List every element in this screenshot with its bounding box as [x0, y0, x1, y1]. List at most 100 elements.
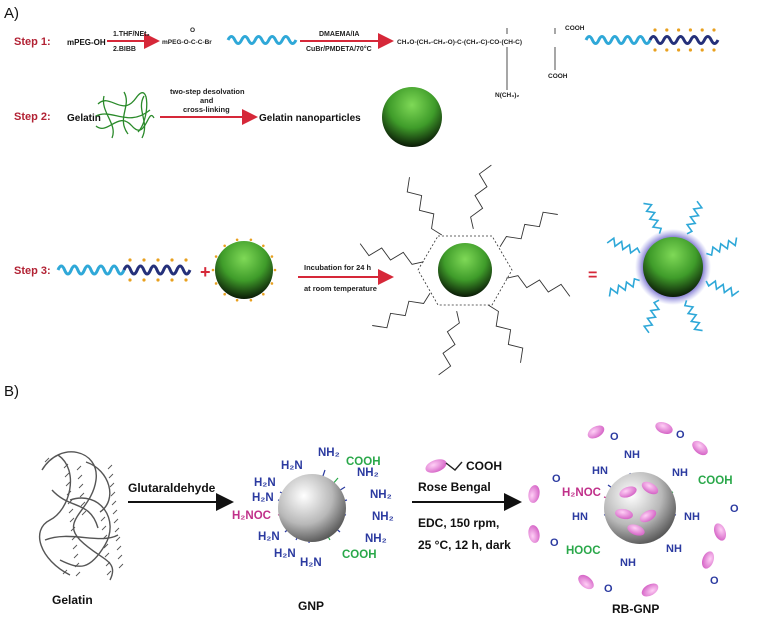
copolymer-peg-block — [584, 35, 652, 45]
fiber-tick — [102, 534, 108, 540]
rose-bengal-drop — [528, 525, 540, 543]
fiber-tick — [63, 463, 69, 469]
step1-label: Step 1: — [14, 36, 51, 48]
peg-spring — [226, 35, 298, 45]
encapsulated-dye — [639, 509, 657, 523]
step3-nanoparticle-dots — [211, 238, 277, 302]
step2-label: Step 2: — [14, 111, 51, 123]
step1-cond-top: 1.THF/NEt₃ — [113, 31, 150, 38]
step1-poly-cond-bottom: CuBr/PMDETA/70°C — [306, 45, 372, 53]
equals-sign: = — [588, 267, 597, 284]
charge-dot — [184, 258, 188, 262]
gnp-group-label: NH₂ — [370, 489, 392, 501]
plus-sign: + — [200, 262, 211, 282]
polymer-arm — [406, 177, 443, 236]
fiber-tick — [80, 501, 86, 507]
rose-bengal-drop — [528, 485, 540, 503]
fiber-tick — [44, 457, 50, 463]
gnp-label: GNP — [298, 599, 324, 613]
fiber-tick — [113, 518, 119, 524]
gnp-group-label: H₂N — [274, 548, 296, 560]
fiber-tick — [109, 482, 115, 488]
rbgnp-group-label: HN — [572, 511, 588, 523]
gnp-group-label: NH₂ — [357, 467, 379, 479]
encapsulated-dye — [641, 481, 659, 495]
fiber-tick — [118, 563, 124, 569]
fiber-tick — [104, 552, 110, 558]
encapsulated-dye — [615, 508, 633, 520]
fiber-tick — [105, 561, 111, 567]
surface-dot — [249, 238, 253, 242]
charge-dot — [128, 258, 132, 262]
rbgnp-group-label: NH — [684, 511, 700, 523]
rbgnp-particle — [603, 472, 677, 544]
polymer-arm — [487, 304, 524, 363]
fiber-tick — [81, 510, 87, 516]
gnp-group-label: COOH — [342, 549, 377, 561]
rbgnp-group-label: NH — [666, 543, 682, 555]
fiber-tick — [67, 499, 73, 505]
fiber-tick — [117, 554, 123, 560]
surface-dot — [214, 255, 218, 258]
coating-chain — [685, 200, 704, 235]
fiber-tick — [65, 481, 71, 487]
gelatin-fiber — [59, 497, 111, 567]
cond-1: EDC, 150 rpm, — [418, 516, 499, 530]
fiber-tick — [112, 509, 118, 515]
gnp-group-label: NH₂ — [372, 511, 394, 523]
surface-dot — [235, 298, 239, 302]
copolymer-charge-dots — [653, 28, 716, 52]
charge-dot — [142, 258, 146, 262]
step3-charged-block — [122, 264, 192, 276]
panel-a-label: A) — [4, 5, 19, 22]
glutaraldehyde-label: Glutaraldehyde — [128, 481, 216, 495]
gelatin-fiber — [51, 489, 99, 529]
charge-dot — [142, 278, 146, 282]
gelatin-fiber — [44, 534, 119, 541]
rbgnp-group-label: NH — [624, 449, 640, 461]
carbonyl-oxygen: O — [550, 537, 559, 549]
surface-dot — [270, 255, 274, 258]
charge-dot — [665, 28, 669, 32]
gelatin-fiber — [39, 454, 72, 576]
gelatin-strand — [97, 92, 148, 133]
rbgnp-group-label: HN — [592, 465, 608, 477]
fiber-tick — [66, 490, 72, 496]
fiber-tick — [72, 544, 78, 550]
rose-bengal-drop — [692, 440, 708, 456]
gelatin-strands — [39, 451, 124, 581]
carbonyl-oxygen: O — [552, 473, 561, 485]
charge-dot — [653, 48, 657, 52]
charge-dot — [156, 278, 160, 282]
fiber-tick — [69, 517, 75, 523]
charge-dot — [184, 278, 188, 282]
fiber-tick — [111, 500, 117, 506]
step2-reactant: Gelatin — [67, 113, 101, 124]
panel-b-label: B) — [4, 383, 19, 400]
gnp-group-label: H₂N — [252, 492, 274, 504]
fiber-tick — [77, 474, 83, 480]
charge-dot — [688, 28, 693, 32]
coating-chain — [642, 299, 661, 334]
copolymer-charged-block — [648, 35, 720, 45]
copolymer-side-chains — [506, 28, 556, 90]
surface-dot — [262, 244, 265, 248]
rbgnp-group-label: HOOC — [566, 545, 601, 557]
gnp-group-label: NH₂ — [318, 447, 340, 459]
charge-dot — [156, 258, 160, 262]
rbgnp-group-label: NH — [672, 467, 688, 479]
step2-cond-top: two-step desolvation — [170, 87, 245, 96]
step3-label: Step 3: — [14, 265, 51, 277]
charge-dot — [128, 278, 132, 282]
rose-bengal-drop — [587, 425, 605, 439]
step3-cond-top: Incubation for 24 h — [304, 263, 372, 272]
rbgnp-group-label: H₂NOC — [562, 487, 601, 499]
gelatin-strand — [102, 95, 114, 139]
rbgnp-group-label: COOH — [698, 475, 733, 487]
rbgnp-label: RB-GNP — [612, 602, 659, 616]
charge-dot — [712, 28, 716, 32]
gnp-group-label: H₂N — [258, 531, 280, 543]
rose-bengal-icon — [425, 459, 463, 473]
polymer-arm — [499, 211, 558, 248]
